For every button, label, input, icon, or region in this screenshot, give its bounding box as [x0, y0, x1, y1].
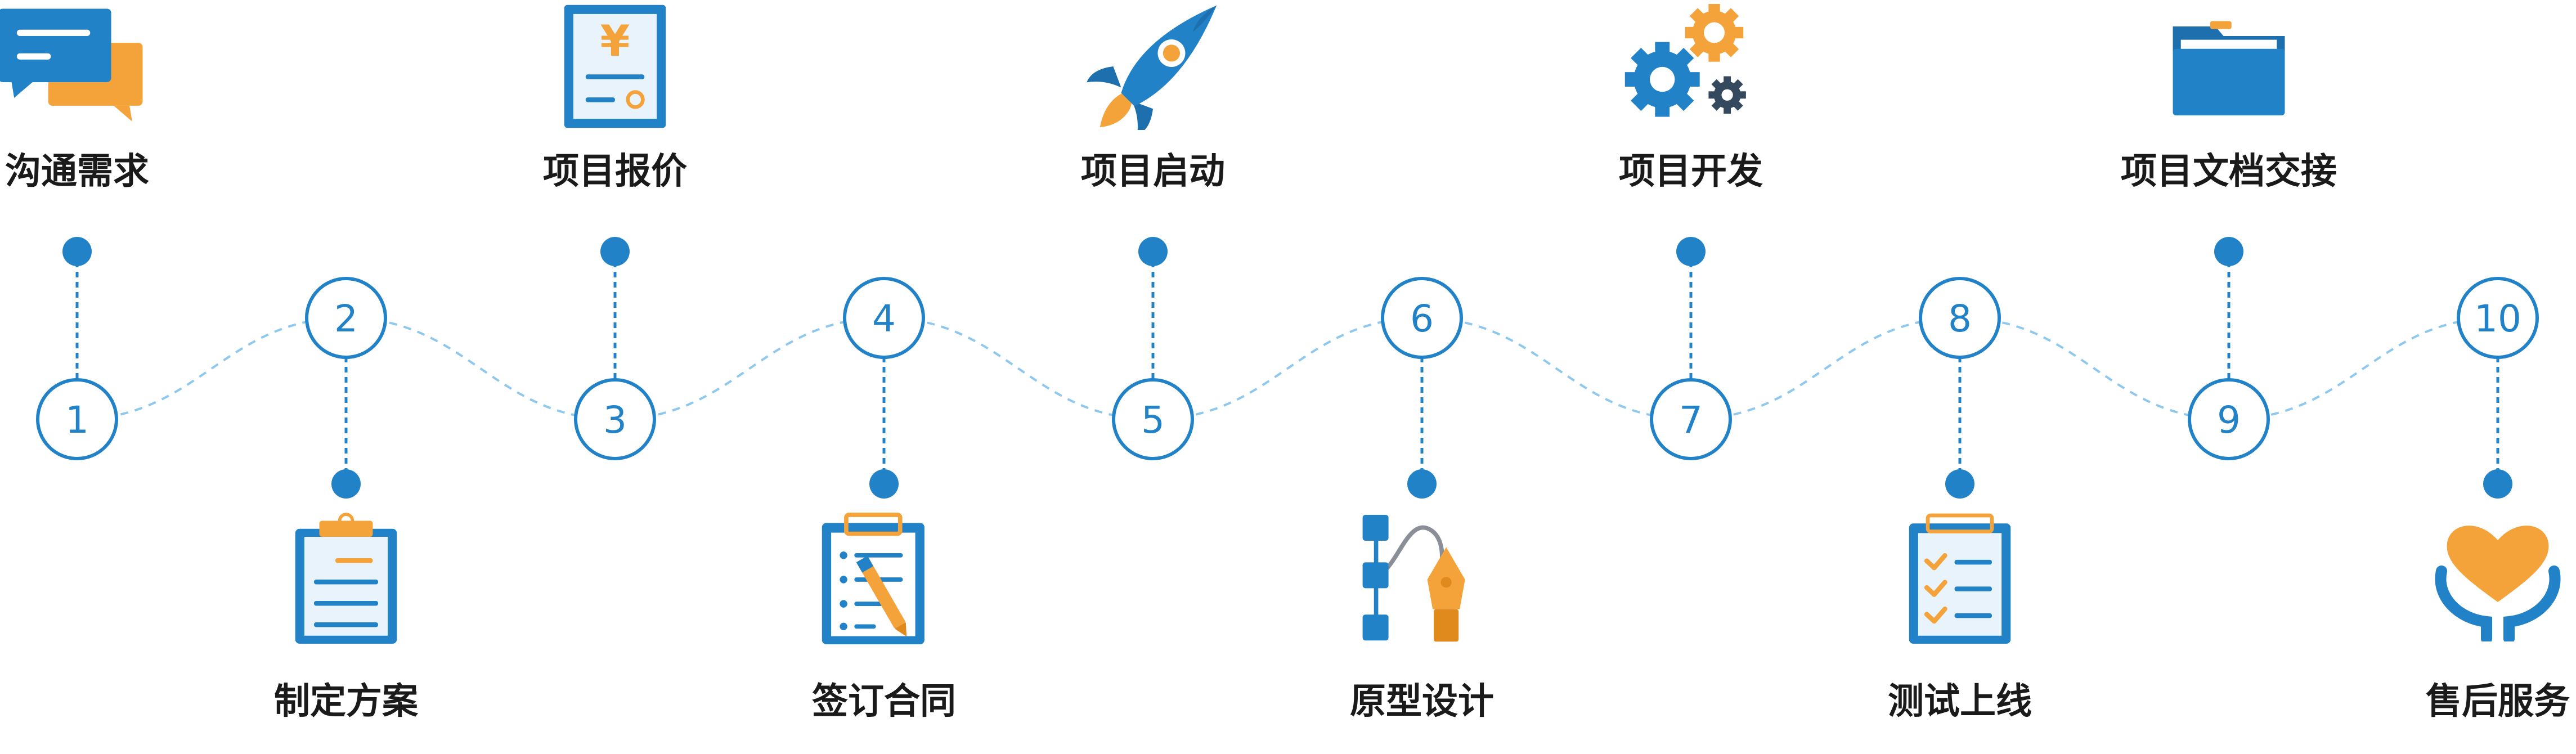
step-node: [574, 378, 656, 460]
step-node: [305, 277, 387, 359]
step-dot: [869, 469, 899, 499]
step-number: 7: [1679, 398, 1703, 442]
step-dot: [1138, 237, 1168, 266]
step-label: 签订合同: [812, 681, 956, 722]
step-node: [843, 277, 925, 359]
step-2: 2 制定方案: [274, 277, 419, 722]
clipboard-pen-icon: [822, 515, 925, 644]
step-dot: [2483, 469, 2512, 499]
step-label: 沟通需求: [5, 151, 149, 192]
pen-tool-icon: [1363, 515, 1465, 641]
steps-layer: 1 沟通需求 2 制定方案 3 项目报价 4 签订合同 5 项目启动 6 原型设计 7 项目开发 8 测试上线…: [0, 3, 2570, 722]
step-dot: [1407, 469, 1437, 499]
step-label: 测试上线: [1888, 681, 2032, 722]
chat-bubbles-icon: [0, 8, 143, 122]
step-node: [1650, 378, 1732, 460]
step-node: [2188, 378, 2270, 460]
step-dot: [62, 237, 92, 266]
step-5: 5 项目启动: [1081, 5, 1225, 460]
gears-icon: [1624, 4, 1746, 117]
step-label: 项目启动: [1081, 151, 1225, 192]
step-1: 1 沟通需求: [0, 8, 149, 460]
step-label: 制定方案: [274, 681, 419, 722]
step-dot: [331, 469, 361, 499]
wave-connector-line: [77, 316, 2498, 421]
step-number: 3: [603, 398, 627, 442]
step-4: 4 签订合同: [812, 277, 956, 722]
step-number: 10: [2474, 297, 2521, 340]
step-number: 5: [1141, 398, 1165, 442]
step-label: 原型设计: [1350, 681, 1494, 722]
step-number: 6: [1410, 297, 1434, 340]
price-document-icon: [564, 5, 666, 128]
step-label: 售后服务: [2426, 681, 2570, 722]
step-node: [2457, 277, 2539, 359]
step-number: 8: [1948, 297, 1972, 340]
step-dot: [600, 237, 630, 266]
step-8: 8 测试上线: [1888, 277, 2032, 722]
step-number: 2: [334, 297, 358, 340]
step-node: [1919, 277, 2001, 359]
step-node: [1112, 378, 1194, 460]
step-6: 6 原型设计: [1350, 277, 1494, 722]
checklist-icon: [1909, 515, 2011, 644]
step-7: 7 项目开发: [1619, 4, 1763, 460]
step-node: [1381, 277, 1463, 359]
step-10: 10 售后服务: [2426, 277, 2570, 722]
step-dot: [1676, 237, 1706, 266]
step-label: 项目开发: [1619, 151, 1763, 192]
step-number: 1: [65, 398, 89, 442]
step-number: 9: [2217, 398, 2241, 442]
step-dot: [2214, 237, 2243, 266]
rocket-icon: [1087, 5, 1217, 130]
step-9: 9 项目文档交接: [2121, 21, 2337, 460]
step-label: 项目报价: [543, 151, 687, 192]
step-number: 4: [872, 297, 896, 340]
step-node: [36, 378, 118, 460]
heart-hands-icon: [2440, 526, 2555, 639]
step-dot: [1945, 469, 1974, 499]
folder-icon: [2173, 21, 2285, 116]
step-3: 3 项目报价: [543, 5, 687, 460]
step-label: 项目文档交接: [2121, 151, 2337, 192]
clipboard-document-icon: [295, 514, 397, 644]
